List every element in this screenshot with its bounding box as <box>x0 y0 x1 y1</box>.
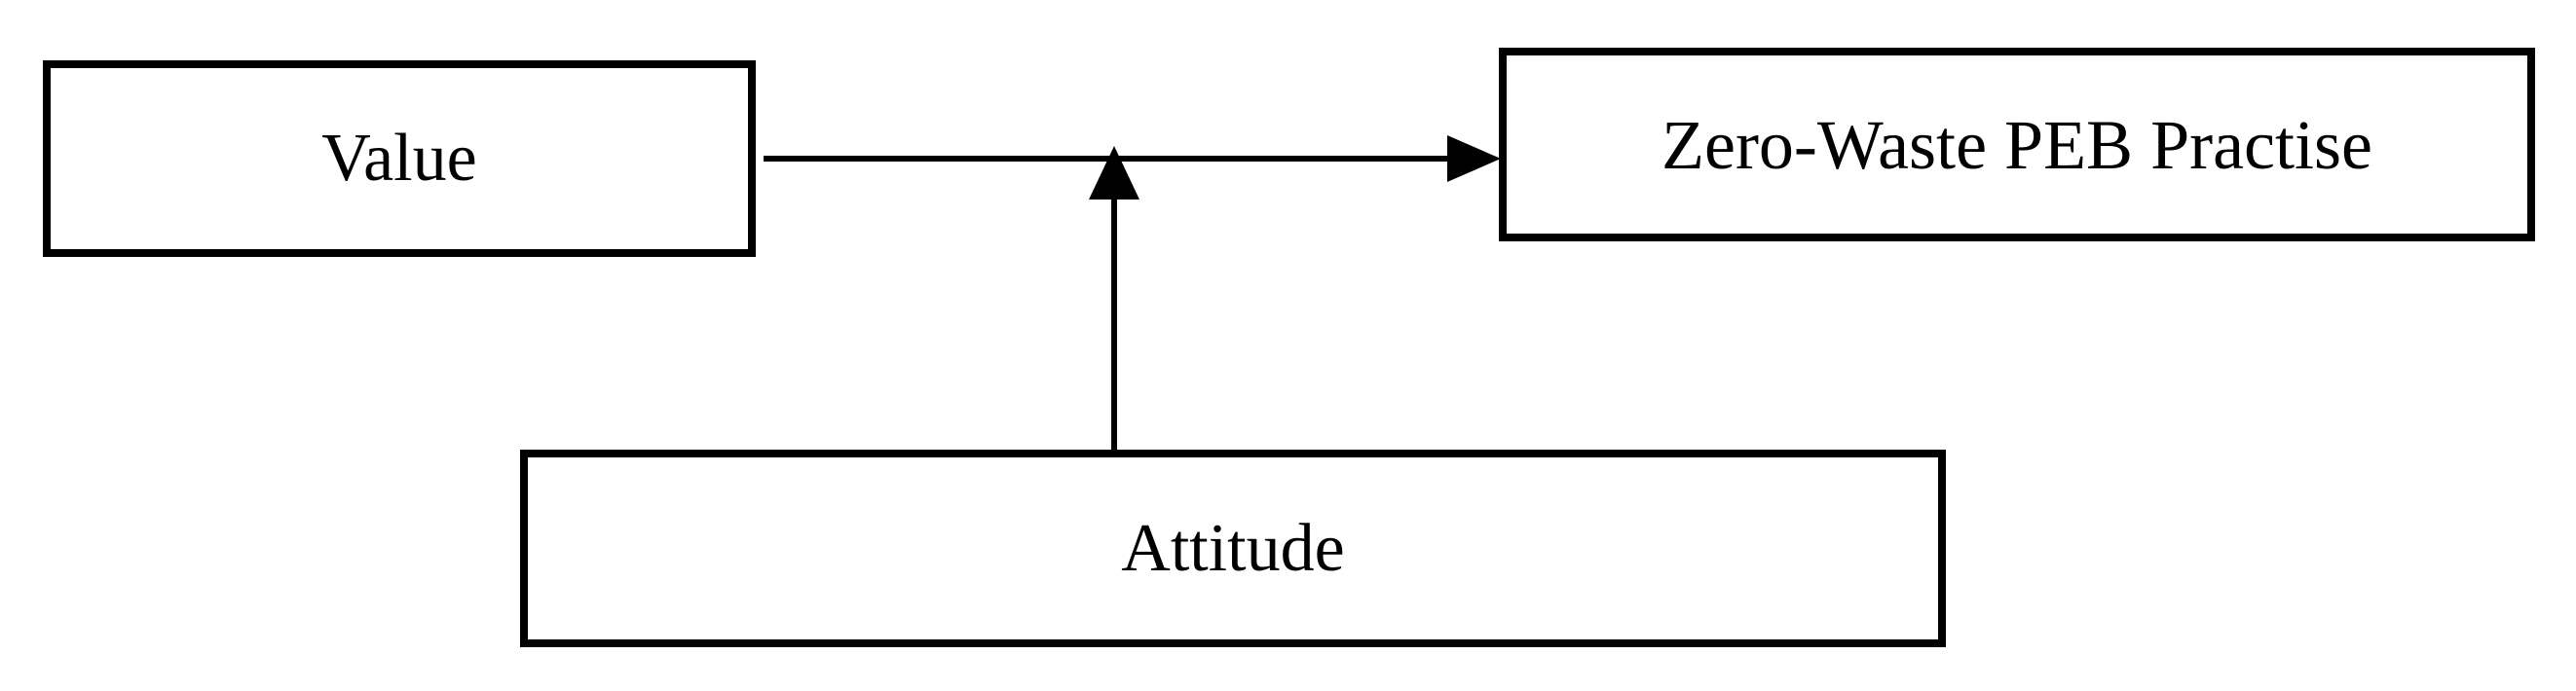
node-attitude: Attitude <box>520 450 1946 647</box>
arrowhead-up-icon <box>1089 146 1139 200</box>
node-attitude-label: Attitude <box>1121 510 1345 586</box>
arrow-value-to-practise <box>764 135 1501 182</box>
node-zero-waste-peb-practise: Zero-Waste PEB Practise <box>1499 48 2535 241</box>
node-value-label: Value <box>321 121 477 196</box>
arrow-attitude-moderation <box>1089 146 1139 450</box>
node-value: Value <box>43 60 756 257</box>
node-zero-waste-peb-practise-label: Zero-Waste PEB Practise <box>1661 105 2372 184</box>
arrowhead-right-icon <box>1447 135 1501 182</box>
